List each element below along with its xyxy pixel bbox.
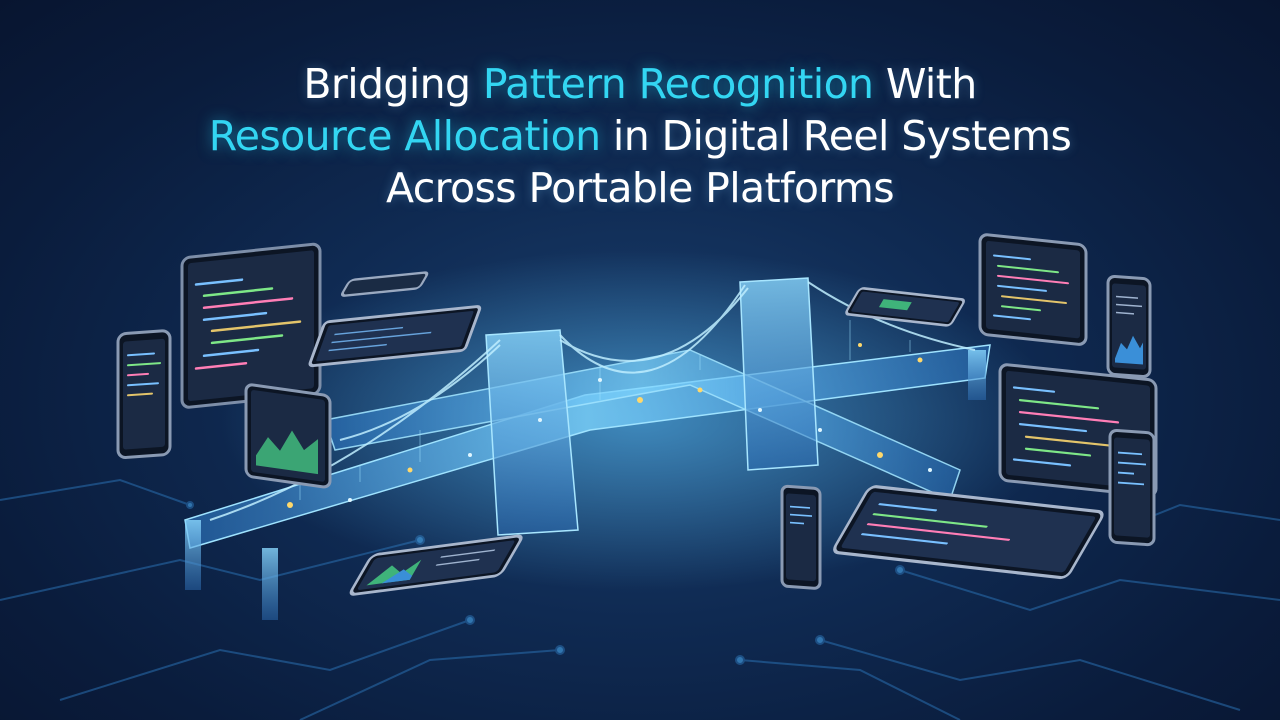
device-group: [116, 233, 1158, 596]
title-text: With: [873, 60, 977, 108]
phone-icon: [1106, 274, 1152, 378]
title-highlight: Pattern Recognition: [482, 60, 874, 108]
title-line-1: Bridging Pattern Recognition With: [303, 60, 977, 108]
phone-icon: [1108, 428, 1156, 547]
title-highlight: Resource Allocation: [208, 112, 601, 160]
title-line-3: Across Portable Platforms: [385, 164, 895, 212]
tablet-icon: [180, 242, 322, 409]
phone-icon: [340, 271, 429, 297]
phone-icon: [349, 534, 523, 596]
tablet-icon: [978, 233, 1088, 346]
glowing-suspension-bridge-icon: [184, 277, 991, 620]
title-text: in Digital Reel Systems: [600, 112, 1072, 160]
laptop-icon: [845, 287, 965, 327]
phone-icon: [116, 329, 172, 459]
circuit-board-traces-icon: [0, 478, 1280, 720]
laptop-icon: [308, 305, 482, 368]
tablet-icon: [244, 383, 332, 489]
page-title: Bridging Pattern Recognition With Resour…: [0, 58, 1280, 214]
phone-icon: [780, 484, 822, 590]
title-text: Bridging: [303, 60, 483, 108]
title-line-2: Resource Allocation in Digital Reel Syst…: [209, 112, 1072, 160]
tablet-icon: [833, 485, 1104, 580]
